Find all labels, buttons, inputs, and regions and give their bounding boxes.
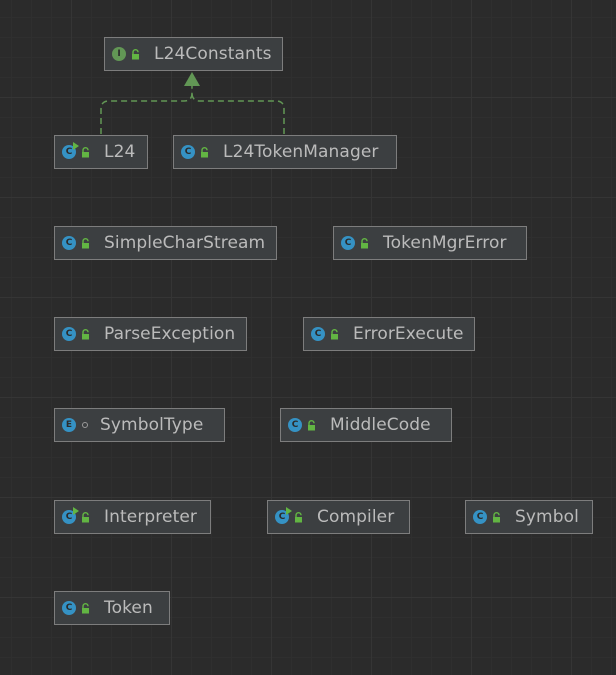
icon-letter: C (278, 512, 286, 522)
node-symboltype[interactable]: E SymbolType (54, 408, 225, 442)
node-label: L24 (104, 142, 136, 162)
enum-icon: E (62, 418, 76, 432)
icon-letter: C (65, 603, 73, 613)
run-marker-icon (286, 507, 292, 515)
public-lock-icon (331, 328, 338, 339)
run-marker-icon (73, 507, 79, 515)
public-lock-icon (295, 511, 302, 522)
node-label: SymbolType (100, 415, 204, 435)
icon-letter: C (65, 238, 73, 248)
node-middlecode[interactable]: C MiddleCode (280, 408, 452, 442)
node-symbol[interactable]: C Symbol (465, 500, 593, 534)
run-marker-icon (73, 142, 79, 150)
node-l24constants[interactable]: I L24Constants (104, 37, 283, 71)
node-errorexecute[interactable]: C ErrorExecute (303, 317, 475, 351)
node-compiler[interactable]: C Compiler (267, 500, 410, 534)
node-label: Token (104, 598, 153, 618)
class-icon: C (62, 601, 76, 615)
icon-letter: E (65, 420, 73, 430)
inheritance-arrowhead (184, 72, 200, 86)
icon-letter: C (65, 512, 73, 522)
node-label: Symbol (515, 507, 579, 527)
icon-letter: I (117, 49, 121, 59)
node-interpreter[interactable]: C Interpreter (54, 500, 211, 534)
node-token[interactable]: C Token (54, 591, 170, 625)
public-lock-icon (361, 237, 368, 248)
public-lock-icon (82, 237, 89, 248)
edge-l24-implements-l24constants (100, 84, 193, 134)
node-tokenmgrerror[interactable]: C TokenMgrError (333, 226, 527, 260)
node-simplecharstream[interactable]: C SimpleCharStream (54, 226, 277, 260)
class-icon: C (62, 236, 76, 250)
class-icon: C (473, 510, 487, 524)
icon-letter: C (314, 329, 322, 339)
public-lock-icon (308, 419, 315, 430)
icon-letter: C (344, 238, 352, 248)
public-lock-icon (82, 511, 89, 522)
node-label: TokenMgrError (383, 233, 507, 253)
icon-letter: C (184, 147, 192, 157)
node-label: MiddleCode (330, 415, 431, 435)
node-label: SimpleCharStream (104, 233, 266, 253)
class-icon: C (62, 327, 76, 341)
node-parseexception[interactable]: C ParseException (54, 317, 247, 351)
node-l24[interactable]: C L24 (54, 135, 148, 169)
node-label: ErrorExecute (353, 324, 464, 344)
class-icon: C (341, 236, 355, 250)
public-lock-icon (82, 328, 89, 339)
public-lock-icon (132, 48, 139, 59)
node-label: ParseException (104, 324, 236, 344)
icon-letter: C (65, 329, 73, 339)
node-label: L24TokenManager (223, 142, 379, 162)
node-label: Interpreter (104, 507, 197, 527)
node-label: Compiler (317, 507, 395, 527)
node-label: L24Constants (154, 44, 272, 64)
runnable-class-icon: C (62, 142, 79, 159)
node-l24tokenmanager[interactable]: C L24TokenManager (173, 135, 397, 169)
icon-letter: C (291, 420, 299, 430)
public-lock-icon (82, 602, 89, 613)
runnable-class-icon: C (275, 507, 292, 524)
public-lock-icon (82, 146, 89, 157)
public-lock-icon (201, 146, 208, 157)
class-icon: C (288, 418, 302, 432)
edge-l24tokenmanager-implements-l24constants (191, 92, 285, 134)
public-lock-icon (493, 511, 500, 522)
package-private-icon (82, 422, 88, 428)
interface-icon: I (112, 47, 126, 61)
icon-letter: C (65, 147, 73, 157)
class-icon: C (181, 145, 195, 159)
icon-letter: C (476, 512, 484, 522)
class-icon: C (311, 327, 325, 341)
runnable-class-icon: C (62, 507, 79, 524)
